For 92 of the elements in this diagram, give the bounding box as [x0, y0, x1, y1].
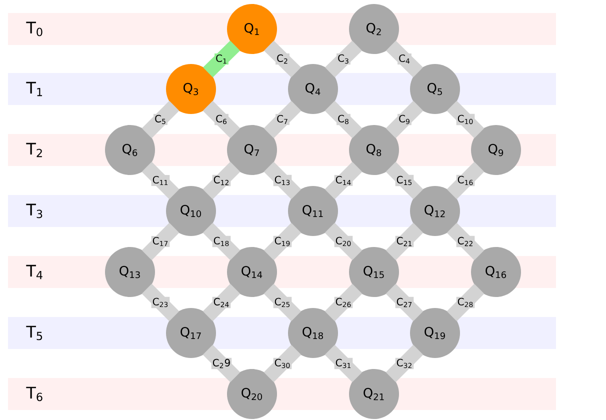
- connector-band: [386, 162, 424, 200]
- edge-label: C$_{6}$: [214, 114, 228, 126]
- circle-node: Q$_{7}$: [227, 125, 277, 175]
- row-label: T$_{0}$: [26, 22, 42, 36]
- edge-label: C$_{27}$: [395, 296, 414, 308]
- connector-band: [324, 162, 362, 200]
- edge-label: C$_{11}$: [151, 174, 170, 186]
- connector-band: [142, 162, 180, 200]
- circle-node: Q$_{19}$: [410, 308, 460, 358]
- circle-node: Q$_{2}$: [349, 4, 399, 54]
- connector-band: [142, 100, 180, 138]
- edge-label: C$_{10}$: [456, 114, 475, 126]
- circle-node: Q$_{12}$: [410, 186, 460, 236]
- edge-label: C$_{16}$: [456, 174, 475, 186]
- edge-label: C$_{2}$: [276, 53, 290, 65]
- connector-band: [202, 222, 240, 260]
- row-label: T$_{4}$: [26, 264, 42, 280]
- connector-band: [386, 344, 424, 382]
- connector-band: [324, 222, 362, 260]
- edge-label: C$_{24}$: [212, 296, 231, 308]
- edge-label: C$_{15}$: [395, 174, 414, 186]
- row-label: T$_{2}$: [26, 142, 42, 158]
- edge-label: C$_{1}$: [214, 53, 228, 65]
- row-label: T$_{5}$: [26, 326, 42, 340]
- row-label: T$_{1}$: [26, 82, 42, 96]
- edge-label: C$_{25}$: [273, 296, 292, 308]
- edge-label: C$_{5}$: [154, 114, 168, 126]
- circle-node: Q$_{20}$: [227, 369, 277, 419]
- connector-band: [446, 222, 484, 260]
- edge-label: C$_{17}$: [151, 236, 170, 248]
- edge-label: C$_{21}$: [395, 236, 414, 248]
- circle-node: Q$_{5}$: [410, 64, 460, 114]
- connector-band: [202, 162, 240, 200]
- circle-node: Q$_{17}$: [166, 308, 216, 358]
- edge-label: C$_{30}$: [273, 358, 292, 370]
- circle-node: Q$_{6}$: [105, 125, 155, 175]
- connector-band: [264, 100, 302, 138]
- connector-band: [142, 284, 180, 322]
- row-label: T$_{3}$: [26, 204, 42, 218]
- circle-node: Q$_{14}$: [227, 247, 277, 297]
- connector-band: [264, 40, 302, 78]
- edge-label: C$_{3}$: [336, 53, 350, 65]
- connector-band: [324, 40, 362, 78]
- connector-band: [386, 100, 424, 138]
- connector-band: [264, 284, 302, 322]
- connector-band: [324, 100, 362, 138]
- edge-label: C$_{4}$: [398, 53, 412, 65]
- edge-label: C$_{2}$9: [211, 358, 232, 370]
- connector-band: [386, 40, 424, 78]
- circle-node: Q$_{16}$: [471, 247, 521, 297]
- edge-label: C$_{7}$: [276, 114, 290, 126]
- connector-band: [386, 284, 424, 322]
- circle-node: Q$_{21}$: [349, 369, 399, 419]
- row-label: T$_{6}$: [26, 386, 42, 402]
- connector-band: [202, 344, 240, 382]
- edge-label: C$_{13}$: [273, 174, 292, 186]
- circle-node: Q$_{8}$: [349, 125, 399, 175]
- circle-node: Q$_{9}$: [471, 125, 521, 175]
- edge-label: C$_{26}$: [334, 296, 353, 308]
- circle-node: Q$_{10}$: [166, 186, 216, 236]
- circle-node: Q$_{11}$: [288, 186, 338, 236]
- edge-label: C$_{14}$: [334, 174, 353, 186]
- edge-label: C$_{22}$: [456, 236, 475, 248]
- connector-band: [324, 344, 362, 382]
- connector-band: [324, 284, 362, 322]
- connector-band: [446, 284, 484, 322]
- edge-label: C$_{23}$: [151, 296, 170, 308]
- connector-band: [264, 162, 302, 200]
- edge-label: C$_{19}$: [273, 236, 292, 248]
- circle-node: Q$_{18}$: [288, 308, 338, 358]
- edge-label: C$_{32}$: [395, 358, 414, 370]
- connector-band: [202, 40, 240, 78]
- circle-node: Q$_{15}$: [349, 247, 399, 297]
- edge-label: C$_{8}$: [336, 114, 350, 126]
- connector-band: [264, 222, 302, 260]
- circle-node: Q$_{4}$: [288, 64, 338, 114]
- connector-band: [202, 100, 240, 138]
- edge-label: C$_{20}$: [334, 236, 353, 248]
- circle-node: Q$_{13}$: [105, 247, 155, 297]
- connector-band: [142, 222, 180, 260]
- edge-label: C$_{9}$: [398, 114, 412, 126]
- edge-label: C$_{31}$: [334, 358, 353, 370]
- circle-node: Q$_{1}$: [227, 4, 277, 54]
- connector-band: [202, 284, 240, 322]
- edge-label: C$_{12}$: [212, 174, 231, 186]
- circle-node: Q$_{3}$: [166, 64, 216, 114]
- connector-band: [446, 162, 484, 200]
- connector-band: [264, 344, 302, 382]
- connector-band: [386, 222, 424, 260]
- connector-band: [446, 100, 484, 138]
- edge-label: C$_{28}$: [456, 296, 475, 308]
- edge-label: C$_{18}$: [212, 236, 231, 248]
